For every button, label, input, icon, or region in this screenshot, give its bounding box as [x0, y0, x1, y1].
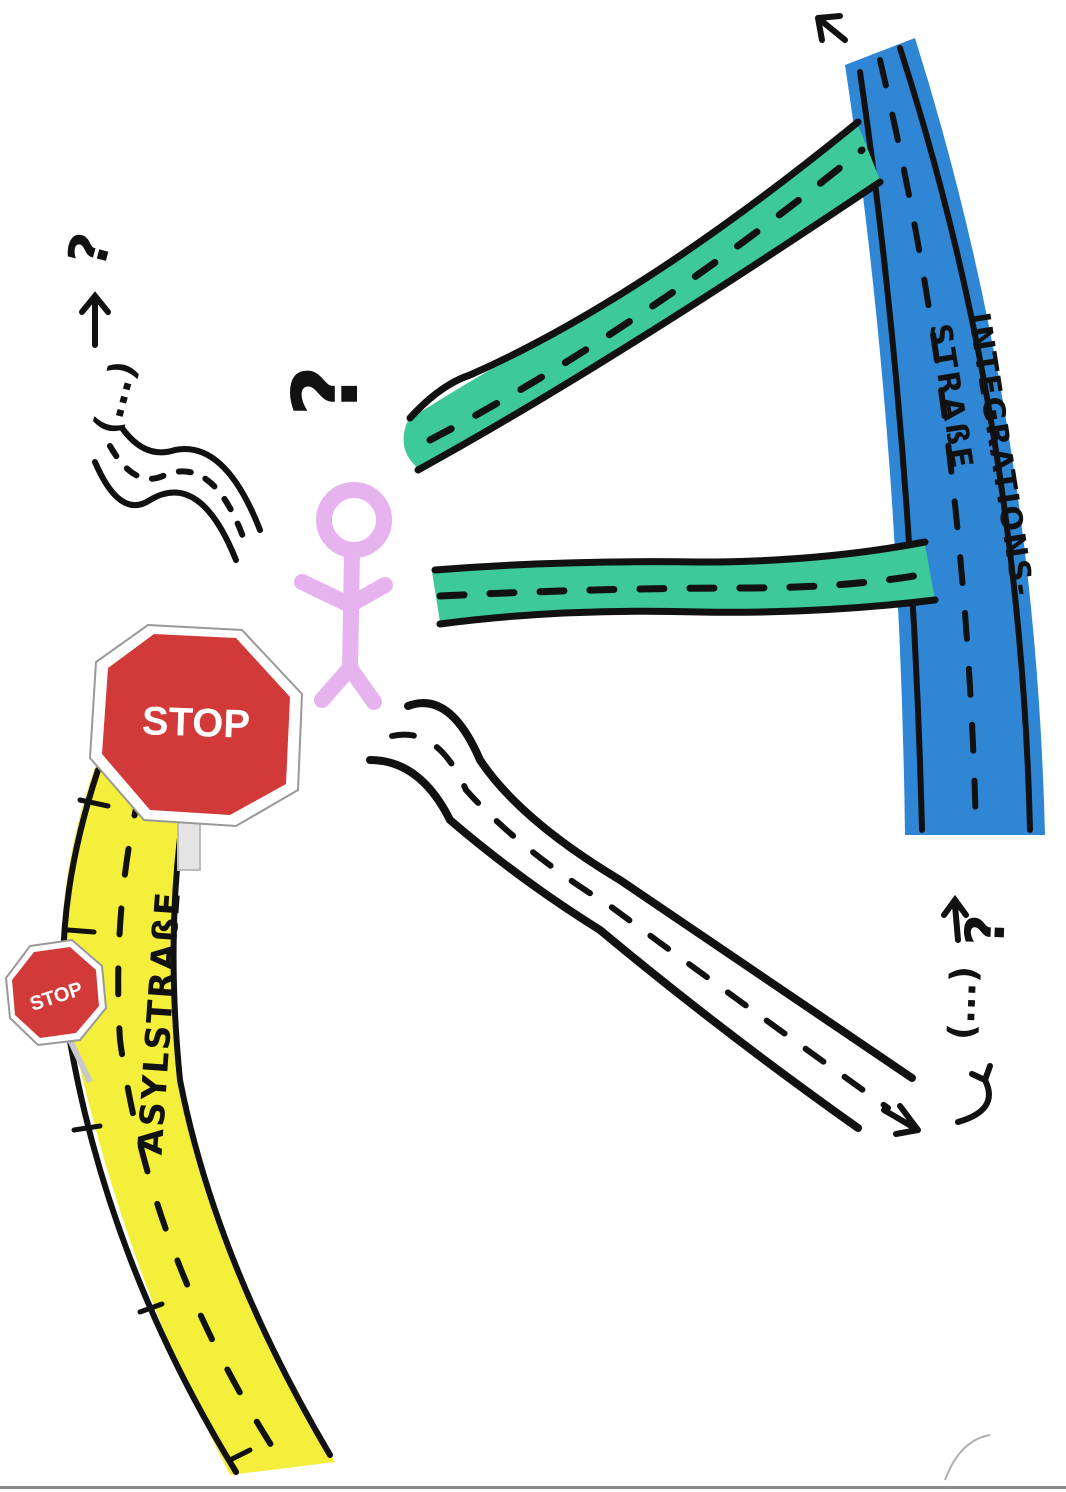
question-top-left: ? — [55, 226, 124, 273]
asylum-road-ticks — [65, 797, 253, 1463]
green-road-lower-edge-bottom — [436, 596, 939, 628]
small-road-top-left-edge-2 — [119, 425, 263, 533]
ellipsis-top-left: (...) — [86, 357, 145, 439]
stop-sign-small-post — [67, 1038, 93, 1084]
ellipsis-bottom-right: (...) — [942, 965, 986, 1040]
stop-sign-large: STOP — [88, 623, 304, 871]
arrow-down-right-icon — [881, 1103, 921, 1137]
arrow-up-icon — [941, 894, 969, 943]
road-bottom-right-edge-1 — [404, 699, 916, 1082]
integration-road-fill — [845, 38, 1045, 835]
arrow-up-icon — [79, 291, 111, 348]
arrow-up-icon — [815, 13, 848, 43]
stop-sign-large-text: STOP — [141, 699, 251, 747]
question-mark-person-group: ? — [274, 365, 379, 417]
small-road-top-left: (...) ? — [55, 226, 263, 563]
asylum-road-edge-left — [60, 767, 239, 1475]
question-bottom-right: ? — [954, 913, 1018, 947]
road-bottom-right-centerline — [389, 731, 891, 1111]
green-road-upper-centerline — [426, 146, 866, 444]
asylum-road-fill — [61, 740, 336, 1475]
green-road-upper — [403, 118, 884, 474]
stop-sign-large-octagon — [102, 634, 290, 815]
green-road-lower-edge-top — [431, 538, 929, 574]
person-head — [316, 482, 392, 558]
integration-road-edge-right — [897, 45, 1033, 833]
green-road-lower — [431, 538, 939, 628]
green-road-upper-edge-top — [406, 118, 862, 422]
curved-arrow-icon — [955, 1063, 993, 1125]
small-road-top-left-edge-1 — [92, 459, 239, 563]
asylum-road-edge-right — [170, 797, 333, 1458]
bottom-rule — [0, 1486, 1066, 1489]
green-road-lower-centerline — [436, 570, 929, 600]
asylum-road: ASYLSTRAßE — [60, 740, 336, 1475]
pencil-mark — [944, 1434, 991, 1481]
small-road-top-left-centerline — [107, 443, 249, 548]
person-arm-right — [342, 577, 393, 613]
stop-sign-small-octagon — [12, 947, 99, 1038]
person-leg-right — [342, 660, 382, 710]
person-figure — [294, 482, 393, 710]
question-mark-person: ? — [274, 365, 379, 417]
road-bottom-right-edge-2 — [366, 756, 862, 1132]
stop-sign-small: STOP — [4, 938, 108, 1084]
road-bottom-right — [366, 699, 921, 1137]
green-road-upper-edge-bottom — [414, 178, 884, 474]
person-arm-left — [294, 574, 358, 613]
annotations-bottom-right: (...) ? — [941, 894, 1018, 1125]
green-road-upper-fill — [403, 125, 880, 470]
